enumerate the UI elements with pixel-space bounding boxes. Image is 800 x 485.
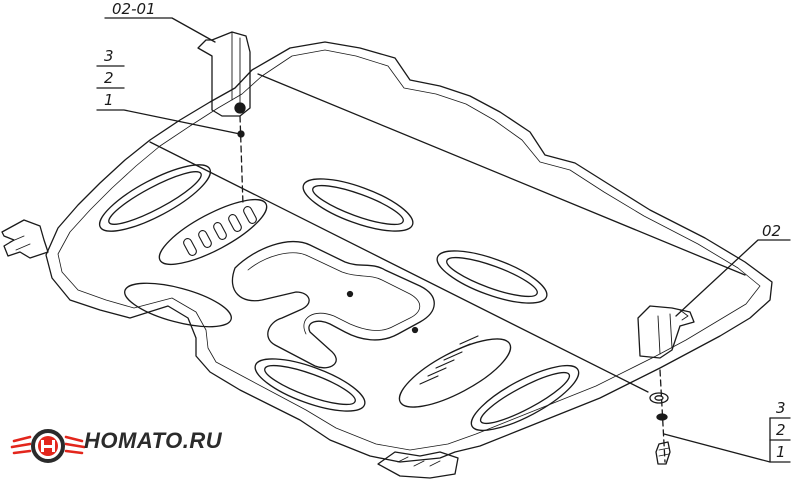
slot: [254, 358, 366, 412]
slot: [264, 364, 356, 406]
bracket-02-01: [197, 31, 251, 117]
vent-louvres-right: [419, 335, 479, 385]
label-02: 02: [762, 222, 781, 240]
slot: [446, 256, 538, 298]
logo-text: HOMATO.RU: [84, 428, 223, 453]
center-rib: [231, 240, 435, 369]
leader-02: [675, 239, 791, 317]
fold-line: [149, 141, 649, 393]
slot: [398, 338, 512, 408]
leader-02-01: [104, 17, 216, 43]
slot: [108, 171, 202, 225]
fastener-spring-washer: [656, 413, 668, 421]
vent-louvres-left: [183, 206, 257, 256]
mount-hole: [411, 326, 419, 334]
slot: [124, 282, 232, 328]
label-right-2: 2: [776, 421, 786, 439]
fastener-axis-left: [239, 115, 244, 206]
label-left-2: 2: [104, 69, 114, 87]
slot: [98, 164, 212, 232]
label-right-1: 1: [776, 443, 786, 461]
slot: [158, 199, 268, 265]
leader-left-stack: [96, 109, 241, 135]
bracket-02: [637, 305, 695, 359]
center-rib-inner: [247, 252, 421, 335]
leader-right-stack: [663, 433, 791, 463]
mount-hole: [346, 290, 354, 298]
slot: [479, 371, 571, 425]
fold-line: [257, 73, 746, 276]
slot: [436, 250, 548, 304]
slot: [312, 184, 404, 226]
left-tab: [1, 219, 49, 259]
label-02-01: 02-01: [112, 0, 156, 18]
slot: [470, 365, 580, 431]
slot: [302, 178, 414, 232]
bottom-tab: [377, 451, 459, 479]
plate-inner-edge: [57, 49, 761, 451]
fastener-washer: [649, 392, 669, 404]
stamped-slots: [98, 164, 580, 431]
logo-emblem: [10, 429, 86, 463]
label-left-1: 1: [104, 91, 114, 109]
fastener-bolt: [655, 441, 671, 465]
label-right-3: 3: [776, 399, 786, 417]
label-left-3: 3: [104, 47, 114, 65]
